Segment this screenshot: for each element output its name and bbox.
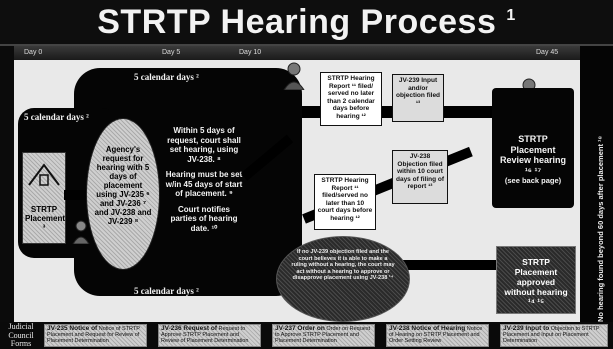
placement-box: STRTP Placement ³ [22,152,66,244]
judicial-council-label: Judicial Council Forms [8,322,34,348]
arrow-bottom [394,260,504,270]
see-back-page: (see back page) [504,176,562,185]
agency-request-text: Agency's request for hearing with 5 days… [94,145,152,226]
no-objection-text: If no JV-239 objection filed and the cou… [291,249,395,282]
form-jv238: JV-238 Notice of Hearing Notice of Heari… [386,324,489,347]
sidebar-note: No hearing found beyond 60 days after pl… [580,46,613,322]
review-hearing-label: STRTP Placement Review hearing ¹⁶ ¹⁷ [499,134,567,176]
process-panel: 5 calendar days ² 5 calendar days ² 5 ca… [14,60,580,322]
form-jv236: JV-236 Request of Request to Approve STR… [158,324,261,347]
hearing-report-note-mid: STRTP Hearing Report ¹¹ filed/served no … [314,174,376,230]
day-label-10: Day 10 [239,49,262,56]
jv239-input-note: JV-239 Input and/or objection filed ¹³ [392,74,444,122]
jv238-objection-note: JV-238 Objection filed within 10 court d… [392,150,448,204]
day-label-0: Day 0 [24,49,43,56]
court-hearing-text: Within 5 days of request, court shall se… [165,126,243,233]
calendar-days-left: 5 calendar days ² [24,112,89,122]
day-label-5: Day 5 [162,49,181,56]
day-timeline: Day 0 Day 5 Day 10 Day 45 [14,46,580,61]
hearing-report-note-top: STRTP Hearing Report ¹¹ filed/ served no… [320,72,382,126]
form-jv235: JV-235 Notice of Notice of STRTP Placeme… [44,324,147,347]
review-hearing-box: STRTP Placement Review hearing ¹⁶ ¹⁷ (se… [492,88,574,208]
person-icon [72,220,90,245]
placement-label: STRTP Placement ³ [25,205,66,232]
sidebar-note-text: No hearing found beyond 60 days after pl… [596,135,605,322]
house-icon [27,161,61,187]
judge-icon [282,62,306,91]
no-objection-oval: If no JV-239 objection filed and the cou… [276,236,410,322]
form-jv237: JV-237 Order on Order on Request to Appr… [272,324,375,347]
no-hearing-box: STRTP Placement approved without hearing… [496,246,576,314]
calendar-days-top: 5 calendar days ² [134,72,199,82]
no-hearing-label: STRTP Placement approved without hearing… [504,257,568,307]
calendar-days-bottom: 5 calendar days ² [134,286,199,296]
forms-footer: Judicial Council Forms JV-235 Notice of … [0,322,613,349]
form-jv239: JV-239 Input to Objection to STRTP Place… [500,324,608,347]
arrow-placement [64,190,86,200]
agency-request-oval: Agency's request for hearing with 5 days… [86,118,160,270]
page-title: STRTP Hearing Process 1 [0,0,613,46]
day-label-45: Day 45 [536,49,559,56]
